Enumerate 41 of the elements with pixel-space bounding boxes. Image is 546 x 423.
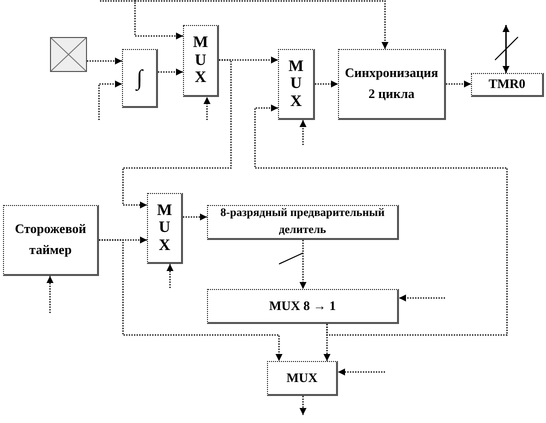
signal-arrow bbox=[99, 239, 282, 361]
integrator-box bbox=[122, 49, 158, 108]
signal-arrow bbox=[300, 240, 306, 289]
signal-arrow bbox=[135, 0, 388, 49]
box-shape bbox=[50, 37, 87, 72]
multiplexer-box bbox=[147, 193, 183, 264]
multiplexer-box bbox=[278, 49, 315, 120]
bus-arrow bbox=[502, 25, 510, 73]
block-box bbox=[207, 205, 399, 240]
block-box bbox=[338, 49, 446, 120]
signal-arrow bbox=[254, 104, 508, 336]
block-label: 8-разрядный предварительный делитель bbox=[219, 206, 386, 238]
signal-arrow bbox=[446, 80, 471, 88]
signal-arrow bbox=[46, 276, 54, 313]
signal-arrow bbox=[300, 396, 306, 415]
block-box bbox=[471, 73, 544, 97]
signal-arrow bbox=[100, 0, 183, 40]
signal-arrow bbox=[338, 368, 385, 376]
signal-arrow bbox=[399, 294, 445, 302]
signal-arrow bbox=[166, 264, 174, 288]
block-label: MUX bbox=[286, 368, 318, 387]
block-box bbox=[3, 205, 99, 276]
block-label: ∫ bbox=[136, 65, 143, 91]
signal-arrow bbox=[158, 68, 183, 76]
signal-arrow bbox=[183, 214, 207, 220]
block-label: TMR0 bbox=[488, 75, 526, 94]
signal-arrow bbox=[204, 97, 210, 120]
block-label: Сторожевой таймер bbox=[14, 220, 88, 259]
signal-arrow bbox=[315, 80, 338, 88]
block-box bbox=[267, 361, 338, 396]
block-label: Синхронизация 2 цикла bbox=[344, 64, 440, 103]
signal-arrow bbox=[122, 59, 232, 208]
signal-arrow bbox=[98, 80, 122, 120]
signal-arrow bbox=[300, 120, 306, 145]
block-label: M U X bbox=[156, 202, 174, 254]
signal-arrow bbox=[87, 58, 122, 64]
block-label: M U X bbox=[192, 34, 210, 87]
block-label: MUX 8 → 1 bbox=[269, 296, 336, 315]
block-box bbox=[207, 289, 399, 324]
block-label: M U X bbox=[287, 58, 305, 110]
multiplexer-box bbox=[183, 25, 219, 97]
